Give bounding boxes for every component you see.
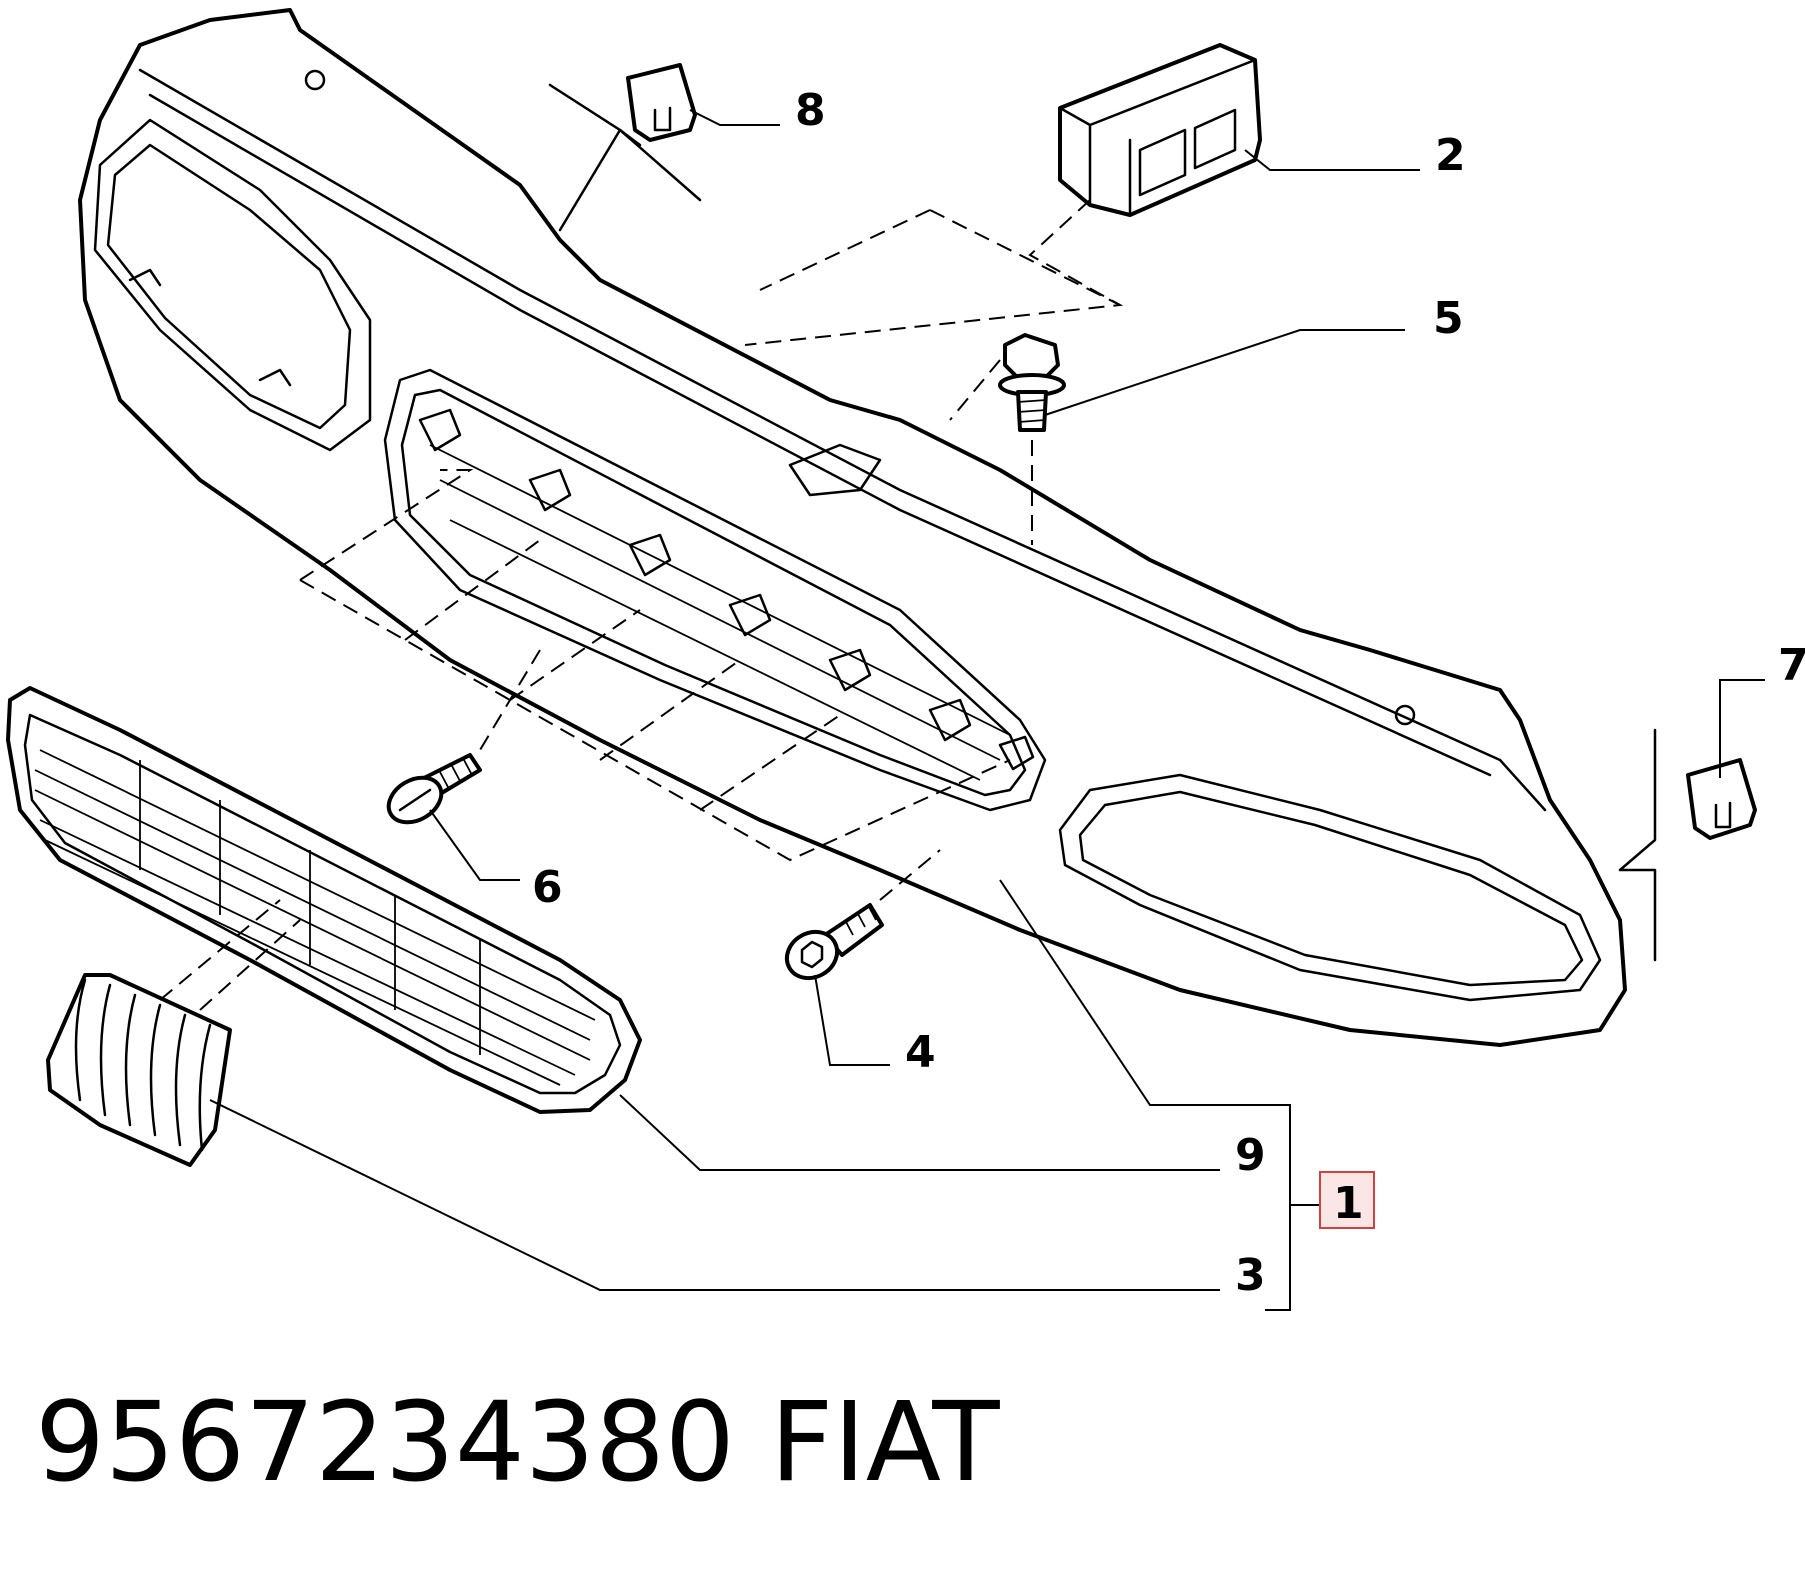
corrugated-duct <box>46 973 232 1167</box>
assembly-lines <box>159 199 1124 1011</box>
clip-right <box>1686 758 1757 840</box>
bracket-block <box>1058 43 1262 217</box>
callout-7[interactable]: 7 <box>1778 640 1805 691</box>
callout-6[interactable]: 6 <box>532 862 563 913</box>
callout-8[interactable]: 8 <box>795 85 826 136</box>
flange-bolt <box>998 333 1066 432</box>
socket-cap-screw <box>784 903 884 981</box>
callouts: 8 2 5 7 6 4 9 1 3 <box>532 85 1805 1301</box>
break-lines <box>548 83 1657 962</box>
brand-name: FIAT <box>770 1378 1000 1506</box>
leader-lines <box>209 109 1765 1311</box>
highlight-box <box>1319 1171 1375 1229</box>
callout-2[interactable]: 2 <box>1435 130 1466 181</box>
lower-vent-grille <box>6 686 642 1114</box>
callout-4[interactable]: 4 <box>905 1027 936 1078</box>
grille-frame <box>78 8 1627 1047</box>
callout-1[interactable]: 1 <box>1333 1178 1364 1229</box>
callout-5[interactable]: 5 <box>1433 293 1464 344</box>
callout-9[interactable]: 9 <box>1235 1130 1266 1181</box>
part-number: 9567234380 <box>35 1378 735 1506</box>
clip-top <box>626 63 697 142</box>
caption: 9567234380 FIAT <box>35 1378 1000 1506</box>
callout-3[interactable]: 3 <box>1235 1250 1266 1301</box>
slotted-screw <box>386 753 482 825</box>
